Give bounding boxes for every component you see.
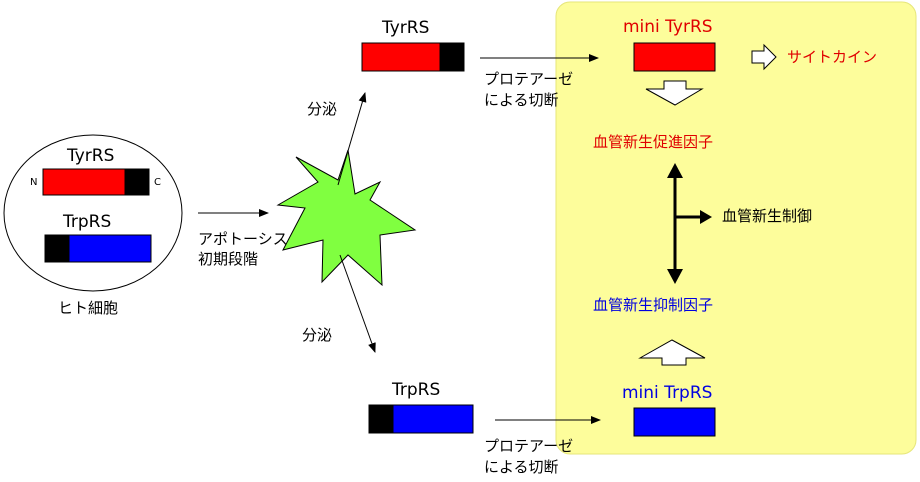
secretion-label-top: 分泌 xyxy=(307,100,338,118)
released-trprs-bar xyxy=(368,404,474,434)
protease-top-line2: による切断 xyxy=(484,91,559,109)
cell-tyrrs-bar xyxy=(42,168,150,196)
secretion-arrow-up xyxy=(337,92,367,186)
mini-trprs-bar xyxy=(633,407,716,437)
cytokine-block-arrow xyxy=(751,43,777,71)
c-terminus-label: C xyxy=(154,177,161,188)
protease-bottom-line2: による切断 xyxy=(484,458,559,476)
apoptosis-label-line1: アポトーシス xyxy=(198,230,288,248)
mini-tyrrs-label: mini TyrRS xyxy=(623,17,713,37)
cell-caption: ヒト細胞 xyxy=(58,299,119,317)
released-tyrrs-label: TyrRS xyxy=(382,18,430,38)
cell-trprs-bar xyxy=(44,234,152,263)
secretion-arrow-down xyxy=(339,254,376,353)
secretion-label-bottom: 分泌 xyxy=(302,326,333,344)
released-trprs-label: TrpRS xyxy=(392,380,441,400)
highlight-region xyxy=(555,1,917,455)
mini-trprs-label: mini TrpRS xyxy=(622,383,713,403)
angio-inhibit-label: 血管新生抑制因子 xyxy=(593,296,714,314)
n-terminus-label: N xyxy=(30,177,38,188)
mini-tyrrs-bar xyxy=(633,42,716,72)
apoptosis-burst xyxy=(276,149,417,287)
released-tyrrs-bar xyxy=(361,42,465,72)
angio-promote-label: 血管新生促進因子 xyxy=(593,133,714,151)
apoptosis-label-line2: 初期段階 xyxy=(198,250,259,268)
cell-trprs-label: TrpRS xyxy=(63,212,112,232)
regulation-arrowhead-up xyxy=(667,163,683,178)
protease-bottom-line1: プロテアーゼ xyxy=(484,437,574,455)
protease-top-line1: プロテアーゼ xyxy=(484,70,574,88)
inhibit-block-arrow xyxy=(638,339,706,366)
cytokine-label: サイトカイン xyxy=(787,48,878,66)
angio-control-label: 血管新生制御 xyxy=(722,207,813,225)
cell-tyrrs-label: TyrRS xyxy=(67,146,115,166)
regulation-arrowhead-down xyxy=(667,269,683,284)
regulation-arrowhead-right xyxy=(700,210,712,224)
promote-block-arrow xyxy=(645,80,704,106)
